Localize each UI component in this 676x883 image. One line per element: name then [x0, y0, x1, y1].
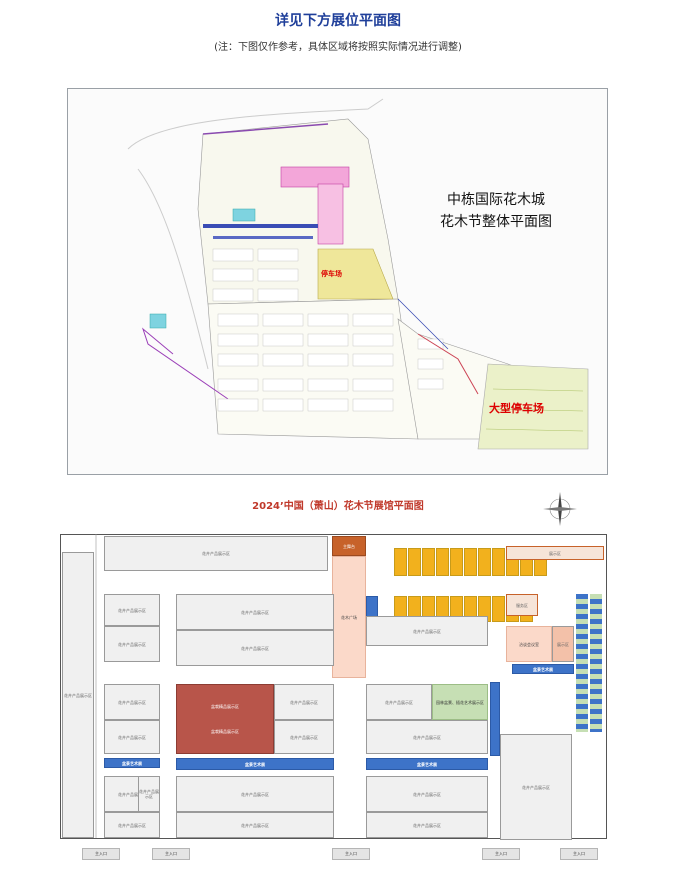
yellow-booth-row-1 — [394, 548, 547, 576]
red-zone-label-1: 盆栽精品展示区 — [211, 704, 239, 709]
blue-bar-4: 盆景艺术展 — [512, 664, 574, 674]
top-strip-zone: 花卉产品展示区 — [104, 536, 328, 571]
site-plan-title-line2: 花木节整体平面图 — [440, 214, 552, 230]
center-block-2: 花卉产品展示区 — [176, 630, 334, 666]
red-zone-label-2: 盆栽精品展示区 — [211, 729, 239, 734]
pink-right-zone: 展示区 — [552, 626, 574, 662]
left-block-2: 花卉产品展示区 — [104, 626, 160, 662]
blue-bar-3: 盆景艺术展 — [366, 758, 488, 770]
left-block-1: 花卉产品展示区 — [104, 594, 160, 626]
square-zone: 花木广场 — [332, 556, 366, 678]
site-plan-map: 中栋国际花木城 花木节整体平面图 停车场 大型停车场 — [67, 88, 608, 475]
meeting-zone: 洽谈会议室 — [506, 626, 552, 662]
center-block-4: 花卉产品展示区 — [274, 720, 334, 754]
blue-bar-1: 盆景艺术展 — [104, 758, 160, 768]
site-plan-title: 中栋国际花木城 花木节整体平面图 — [421, 189, 571, 233]
site-plan-drawing — [127, 98, 589, 450]
hall-plan-outline — [60, 534, 607, 839]
green-zone: 园林盆景、插花艺术展示区 — [432, 684, 488, 720]
center-block-6: 花卉产品展示区 — [176, 812, 334, 838]
right-lower-zone: 花卉产品展示区 — [500, 734, 572, 840]
right-block-2: 花卉产品展示区 — [366, 720, 488, 754]
hall-plan-title: 2024’中国（萧山）花木节展馆平面图 — [252, 501, 424, 512]
left-block-3: 花卉产品展示区 — [104, 684, 160, 720]
hall-plan-map: 花卉产品展示区 花卉产品展示区 主舞台 花木广场 花卉产品展示区 花卉产品展示区… — [60, 534, 607, 850]
small-block-2: 花卉产品展示区 — [138, 776, 160, 812]
entrance-1: 主入口 — [82, 848, 120, 860]
blue-vertical-bar — [490, 682, 500, 756]
right-block-3: 花卉产品展示区 — [366, 776, 488, 812]
left-block-6: 花卉产品展示区 — [104, 812, 160, 838]
right-edge-booths — [576, 594, 602, 732]
right-block-1: 花卉产品展示区 — [366, 684, 432, 720]
page-note: (注：下图仅作参考，具体区域将按照实际情况进行调整) — [214, 42, 462, 53]
small-parking-label: 停车场 — [321, 269, 342, 278]
compass-icon — [543, 492, 577, 526]
top-right-booth-block: 服务区 — [506, 594, 538, 616]
left-block-4: 花卉产品展示区 — [104, 720, 160, 754]
mid-right-zone: 花卉产品展示区 — [366, 616, 488, 646]
top-right-booth-row: 展示区 — [506, 546, 604, 560]
page-title: 详见下方展位平面图 — [275, 13, 401, 29]
blue-bar-2: 盆景艺术展 — [176, 758, 334, 770]
entrance-5: 主入口 — [560, 848, 598, 860]
entrance-2: 主入口 — [152, 848, 190, 860]
featured-display-zone: 盆栽精品展示区 盆栽精品展示区 — [176, 684, 274, 754]
center-block-1: 花卉产品展示区 — [176, 594, 334, 630]
stage-zone: 主舞台 — [332, 536, 366, 556]
large-parking-label: 大型停车场 — [489, 402, 544, 415]
entrance-4: 主入口 — [482, 848, 520, 860]
right-block-4: 花卉产品展示区 — [366, 812, 488, 838]
center-block-3: 花卉产品展示区 — [274, 684, 334, 720]
entrance-3: 主入口 — [332, 848, 370, 860]
site-plan-title-line1: 中栋国际花木城 — [447, 192, 545, 208]
left-corridor-zone: 花卉产品展示区 — [62, 552, 94, 838]
center-block-5: 花卉产品展示区 — [176, 776, 334, 812]
